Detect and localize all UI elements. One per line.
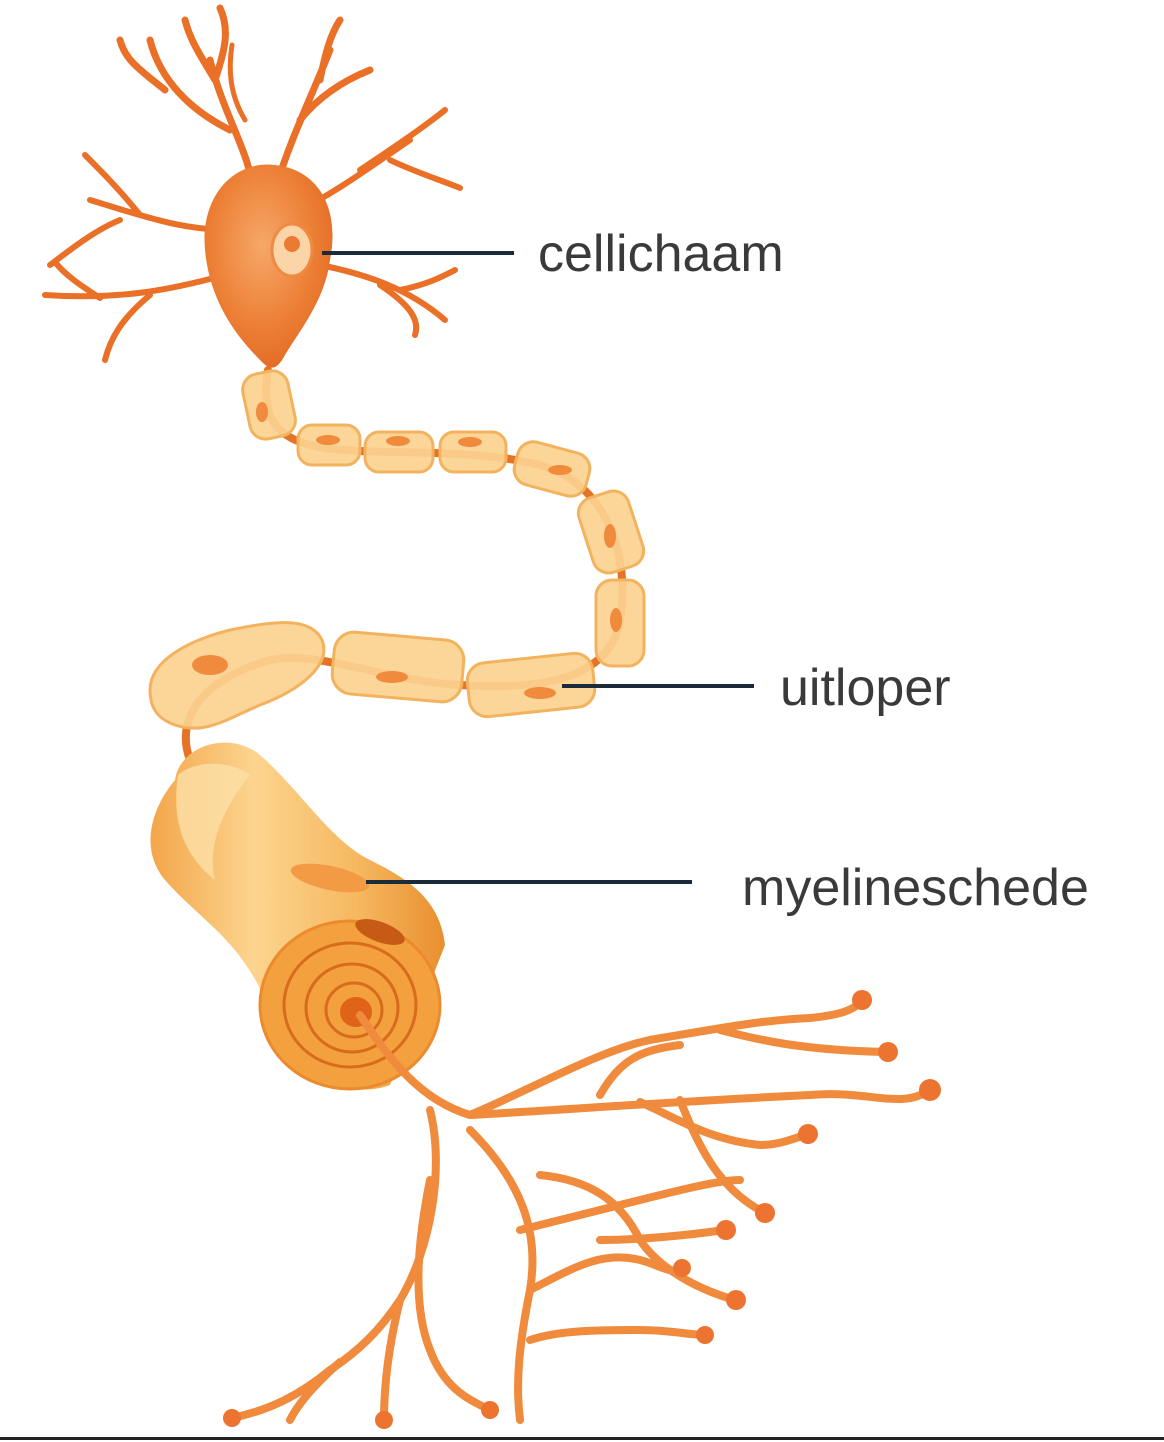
label-myelin-sheath: myelineschede (742, 859, 1089, 917)
sheath-nucleus (290, 863, 370, 893)
dendrites (42, 4, 463, 363)
myelin-sheath (150, 742, 445, 1091)
schwann-nuclei (192, 402, 622, 699)
axon-terminals (228, 996, 934, 1424)
myelin-segments (148, 369, 646, 730)
bottom-border (0, 1437, 1164, 1440)
cell-body (204, 164, 333, 368)
label-axon: uitloper (780, 659, 951, 717)
terminal-boutons (223, 990, 941, 1429)
leader-lines (322, 251, 754, 884)
label-cell-body: cellichaam (538, 225, 784, 283)
nucleolus (284, 236, 300, 252)
